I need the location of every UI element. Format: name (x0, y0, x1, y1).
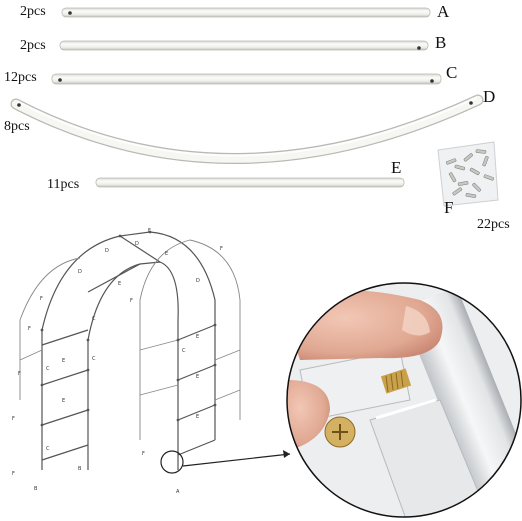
diagram-part-letters: C E C E C D D D E D C E E E C B B A F F … (12, 228, 223, 495)
svg-text:C: C (46, 446, 50, 452)
svg-text:B: B (78, 466, 82, 472)
diagram-connectors (40, 230, 217, 427)
svg-text:F: F (40, 296, 43, 302)
part-c-letter: C (446, 63, 458, 82)
part-e-quantity: 11pcs (47, 177, 80, 192)
svg-text:F: F (12, 416, 15, 422)
svg-text:D: D (196, 278, 200, 284)
svg-text:F: F (18, 371, 21, 377)
part-e-letter: E (391, 158, 402, 177)
svg-text:D: D (135, 241, 139, 247)
zoom-callout (160, 450, 291, 474)
part-f-quantity: 22pcs (477, 217, 510, 232)
svg-text:A: A (176, 489, 180, 495)
svg-text:E: E (196, 374, 199, 380)
svg-text:F: F (220, 246, 223, 252)
svg-text:C: C (92, 316, 96, 322)
part-d-quantity: 8pcs (4, 119, 30, 134)
svg-text:E: E (62, 398, 65, 404)
svg-text:F: F (28, 326, 31, 332)
svg-text:E: E (196, 414, 199, 420)
part-f-letter: F (444, 198, 454, 217)
svg-text:F: F (12, 471, 15, 477)
part-b-quantity: 2pcs (20, 38, 46, 53)
assembly-diagram (19, 231, 241, 470)
svg-text:E: E (196, 334, 199, 340)
svg-text:D: D (105, 248, 109, 254)
connector-closeup (286, 282, 522, 518)
svg-text:F: F (148, 228, 151, 234)
tube-a (61, 7, 431, 18)
svg-text:C: C (182, 348, 186, 354)
part-a-letter: A (437, 2, 450, 21)
svg-text:B: B (34, 486, 38, 492)
tube-e (95, 177, 405, 188)
tube-c (51, 73, 442, 85)
part-b-letter: B (435, 33, 447, 52)
svg-text:E: E (165, 251, 168, 257)
tube-d (10, 94, 484, 164)
svg-text:F: F (142, 451, 145, 457)
part-a-quantity: 2pcs (20, 4, 46, 19)
svg-text:E: E (118, 281, 121, 287)
svg-text:C: C (46, 366, 50, 372)
svg-text:D: D (78, 269, 82, 275)
part-d-letter: D (483, 87, 496, 106)
tube-b (59, 40, 429, 51)
part-c-quantity: 12pcs (4, 70, 37, 85)
screw-bag-f (437, 141, 499, 207)
svg-text:E: E (62, 358, 65, 364)
svg-text:C: C (92, 356, 96, 362)
svg-text:F: F (130, 298, 133, 304)
